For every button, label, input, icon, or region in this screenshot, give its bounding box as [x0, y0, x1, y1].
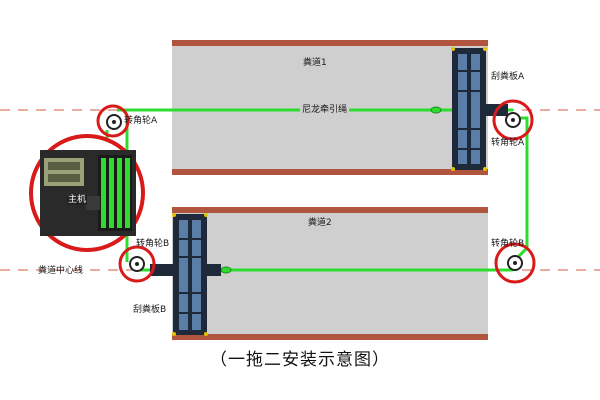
label-centerline: 粪道中心线: [38, 266, 84, 276]
label-scraper-b: 刮粪板B: [133, 305, 167, 315]
diagram-caption: （一拖二安装示意图）: [210, 350, 390, 370]
label-pulley-a-left: 转角轮A: [124, 116, 158, 126]
rope-knot-b: [220, 266, 232, 274]
label-channel-1: 粪道1: [303, 58, 327, 68]
label-pulley-b-left: 转角轮B: [136, 239, 170, 249]
pulley-a-left: [96, 104, 130, 138]
pulley-b-right: [494, 242, 536, 284]
scraper-a: [451, 47, 508, 171]
pulley-a-right: [492, 99, 534, 141]
label-pulley-b-right: 转角轮B: [491, 239, 525, 249]
label-scraper-a: 刮粪板A: [491, 72, 525, 82]
label-main-unit: 主机: [67, 195, 88, 205]
pulley-b-left: [118, 245, 156, 283]
label-channel-2: 粪道2: [308, 218, 332, 228]
label-pulley-a-right: 转角轮A: [491, 138, 525, 148]
label-rope: 尼龙牵引绳: [300, 105, 350, 115]
channel-2: [172, 207, 488, 340]
rope-knot-a: [430, 106, 442, 114]
scraper-b: [150, 213, 221, 336]
main-unit: [29, 134, 145, 252]
